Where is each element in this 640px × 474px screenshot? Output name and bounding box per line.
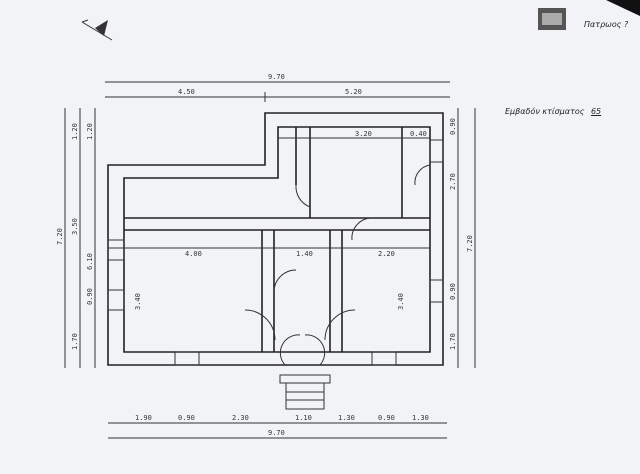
dimension-lines xyxy=(64,81,476,439)
dim-left: 0.90 xyxy=(86,288,94,305)
area-label: Εμβαδόν κτίσματος xyxy=(505,107,585,116)
area-note: Εμβαδόν κτίσματος 65 xyxy=(505,107,601,116)
dim-top-left: 4.50 xyxy=(178,88,195,96)
dim-right: 0.90 xyxy=(449,283,457,300)
dim-top-total: 9.70 xyxy=(268,73,285,81)
room-dim: 3.40 xyxy=(397,293,405,310)
dim-left: 1.20 xyxy=(71,123,79,140)
dim-left: 1.20 xyxy=(86,123,94,140)
dim-bottom: 1.30 xyxy=(412,414,429,422)
dim-bottom: 1.90 xyxy=(135,414,152,422)
dim-bottom: 2.30 xyxy=(232,414,249,422)
room-dim: 3.20 xyxy=(355,130,372,138)
dim-right: 1.70 xyxy=(449,333,457,350)
outer-walls xyxy=(107,112,444,366)
room-dim: 3.40 xyxy=(134,293,142,310)
room-dim: 2.20 xyxy=(378,250,395,258)
interior-walls xyxy=(124,127,430,352)
room-dim: 4.00 xyxy=(185,250,202,258)
scan-corner xyxy=(606,0,640,16)
owner-label: Πατρωος ? xyxy=(584,20,629,29)
dim-bottom: 1.30 xyxy=(338,414,355,422)
dim-right: 2.70 xyxy=(449,173,457,190)
entrance-steps xyxy=(279,374,331,410)
room-dim: 1.40 xyxy=(296,250,313,258)
dim-bottom: 1.10 xyxy=(295,414,312,422)
north-arrow-icon xyxy=(81,19,113,41)
windows xyxy=(107,139,444,366)
room-dim: 0.40 xyxy=(410,130,427,138)
dim-left-total: 7.20 xyxy=(56,228,64,245)
dim-left: 3.50 xyxy=(71,218,79,235)
dim-left: 6.10 xyxy=(86,253,94,270)
dim-top-right: 5.20 xyxy=(345,88,362,96)
dim-right: 0.90 xyxy=(449,118,457,135)
dim-bottom-total: 9.70 xyxy=(268,429,285,437)
dim-bottom: 0.90 xyxy=(378,414,395,422)
dim-right-total: 7.20 xyxy=(466,235,474,252)
dim-left: 1.70 xyxy=(71,333,79,350)
doors xyxy=(244,164,431,366)
area-value: 65 xyxy=(590,107,602,116)
dim-bottom: 0.90 xyxy=(178,414,195,422)
